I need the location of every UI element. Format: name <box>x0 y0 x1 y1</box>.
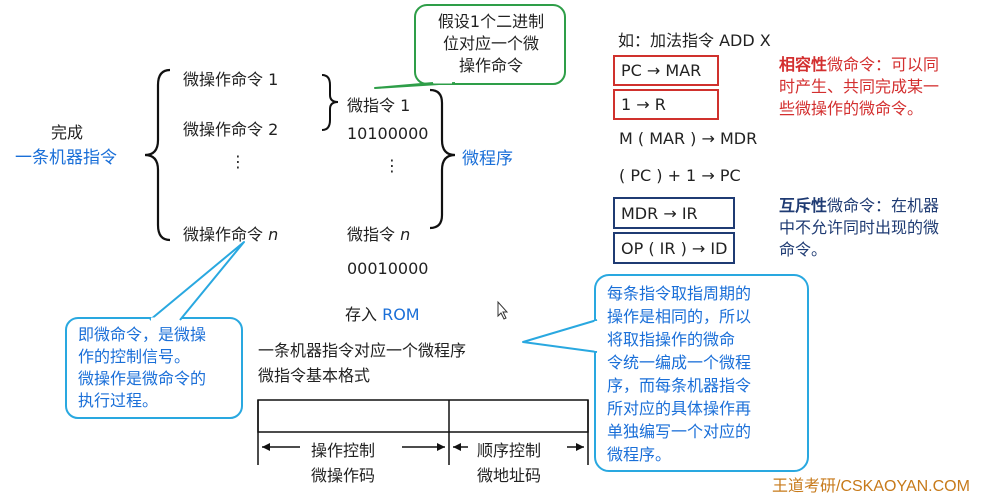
machine-instruction-label: 一条机器指令 <box>15 148 117 168</box>
step-1-r: 1 → R <box>613 89 719 120</box>
green-callout: 假设1个二进制 位对应一个微 操作命令 <box>437 12 545 75</box>
micro-code-1: 10100000 <box>347 124 429 143</box>
field2-top-label: 顺序控制 <box>477 441 542 460</box>
left-brace <box>144 68 171 242</box>
micro-op-2: 微操作命令 2 <box>183 120 279 139</box>
step-mdr-ir: MDR → IR <box>613 197 735 229</box>
format-table <box>257 399 589 465</box>
field2-bottom-label: 微地址码 <box>477 466 542 485</box>
step-op-ir-id: OP ( IR ) → ID <box>613 232 735 264</box>
micro-instruction-1: 微指令 1 <box>347 96 411 115</box>
micro-code-n: 00010000 <box>347 259 429 278</box>
instruction-program-note: 一条机器指令对应一个微程序 <box>258 341 467 360</box>
program-brace <box>429 88 456 230</box>
green-callout-shape <box>374 4 566 89</box>
complete-label: 完成 <box>51 123 84 142</box>
left-blue-callout: 即微命令，是微操 作的控制信号。 微操作是微命令的 执行过程。 <box>78 325 207 410</box>
right-blue-callout: 每条指令取指周期的 操作是相同的，所以 将取指操作的微命 令统一编成一个微程 序… <box>607 284 752 464</box>
right-blue-callout-shape <box>522 274 809 472</box>
micro-op-1: 微操作命令 1 <box>183 70 279 89</box>
micro-op-dots: ⋮ <box>230 152 246 171</box>
example-title: 如：加法指令 ADD X <box>618 31 771 50</box>
micro-instruction-n: 微指令 n <box>347 225 411 244</box>
watermark: 王道考研/CSKAOYAN.COM <box>772 478 970 495</box>
step-pc-mar: PC → MAR <box>613 55 719 86</box>
left-blue-callout-shape <box>65 241 245 419</box>
format-title: 微指令基本格式 <box>258 366 371 385</box>
small-brace <box>321 74 339 131</box>
field1-top-label: 操作控制 <box>311 441 376 460</box>
step-pc-inc: ( PC ) + 1 → PC <box>619 166 741 185</box>
middle-dots: ⋮ <box>384 156 400 175</box>
cursor-icon <box>497 300 509 320</box>
micro-program-label: 微程序 <box>462 149 513 169</box>
step-m-mar-mdr: M ( MAR ) → MDR <box>619 129 758 148</box>
mutex-note: 互斥性微命令：在机器 中不允许同时出现的微 命令。 <box>779 196 940 259</box>
micro-op-n: 微操作命令 n <box>183 225 279 244</box>
field1-bottom-label: 微操作码 <box>311 466 376 485</box>
compat-note: 相容性微命令：可以同 时产生、共同完成某一 些微操作的微命令。 <box>779 55 940 118</box>
store-rom-label: 存入 ROM <box>345 305 420 324</box>
